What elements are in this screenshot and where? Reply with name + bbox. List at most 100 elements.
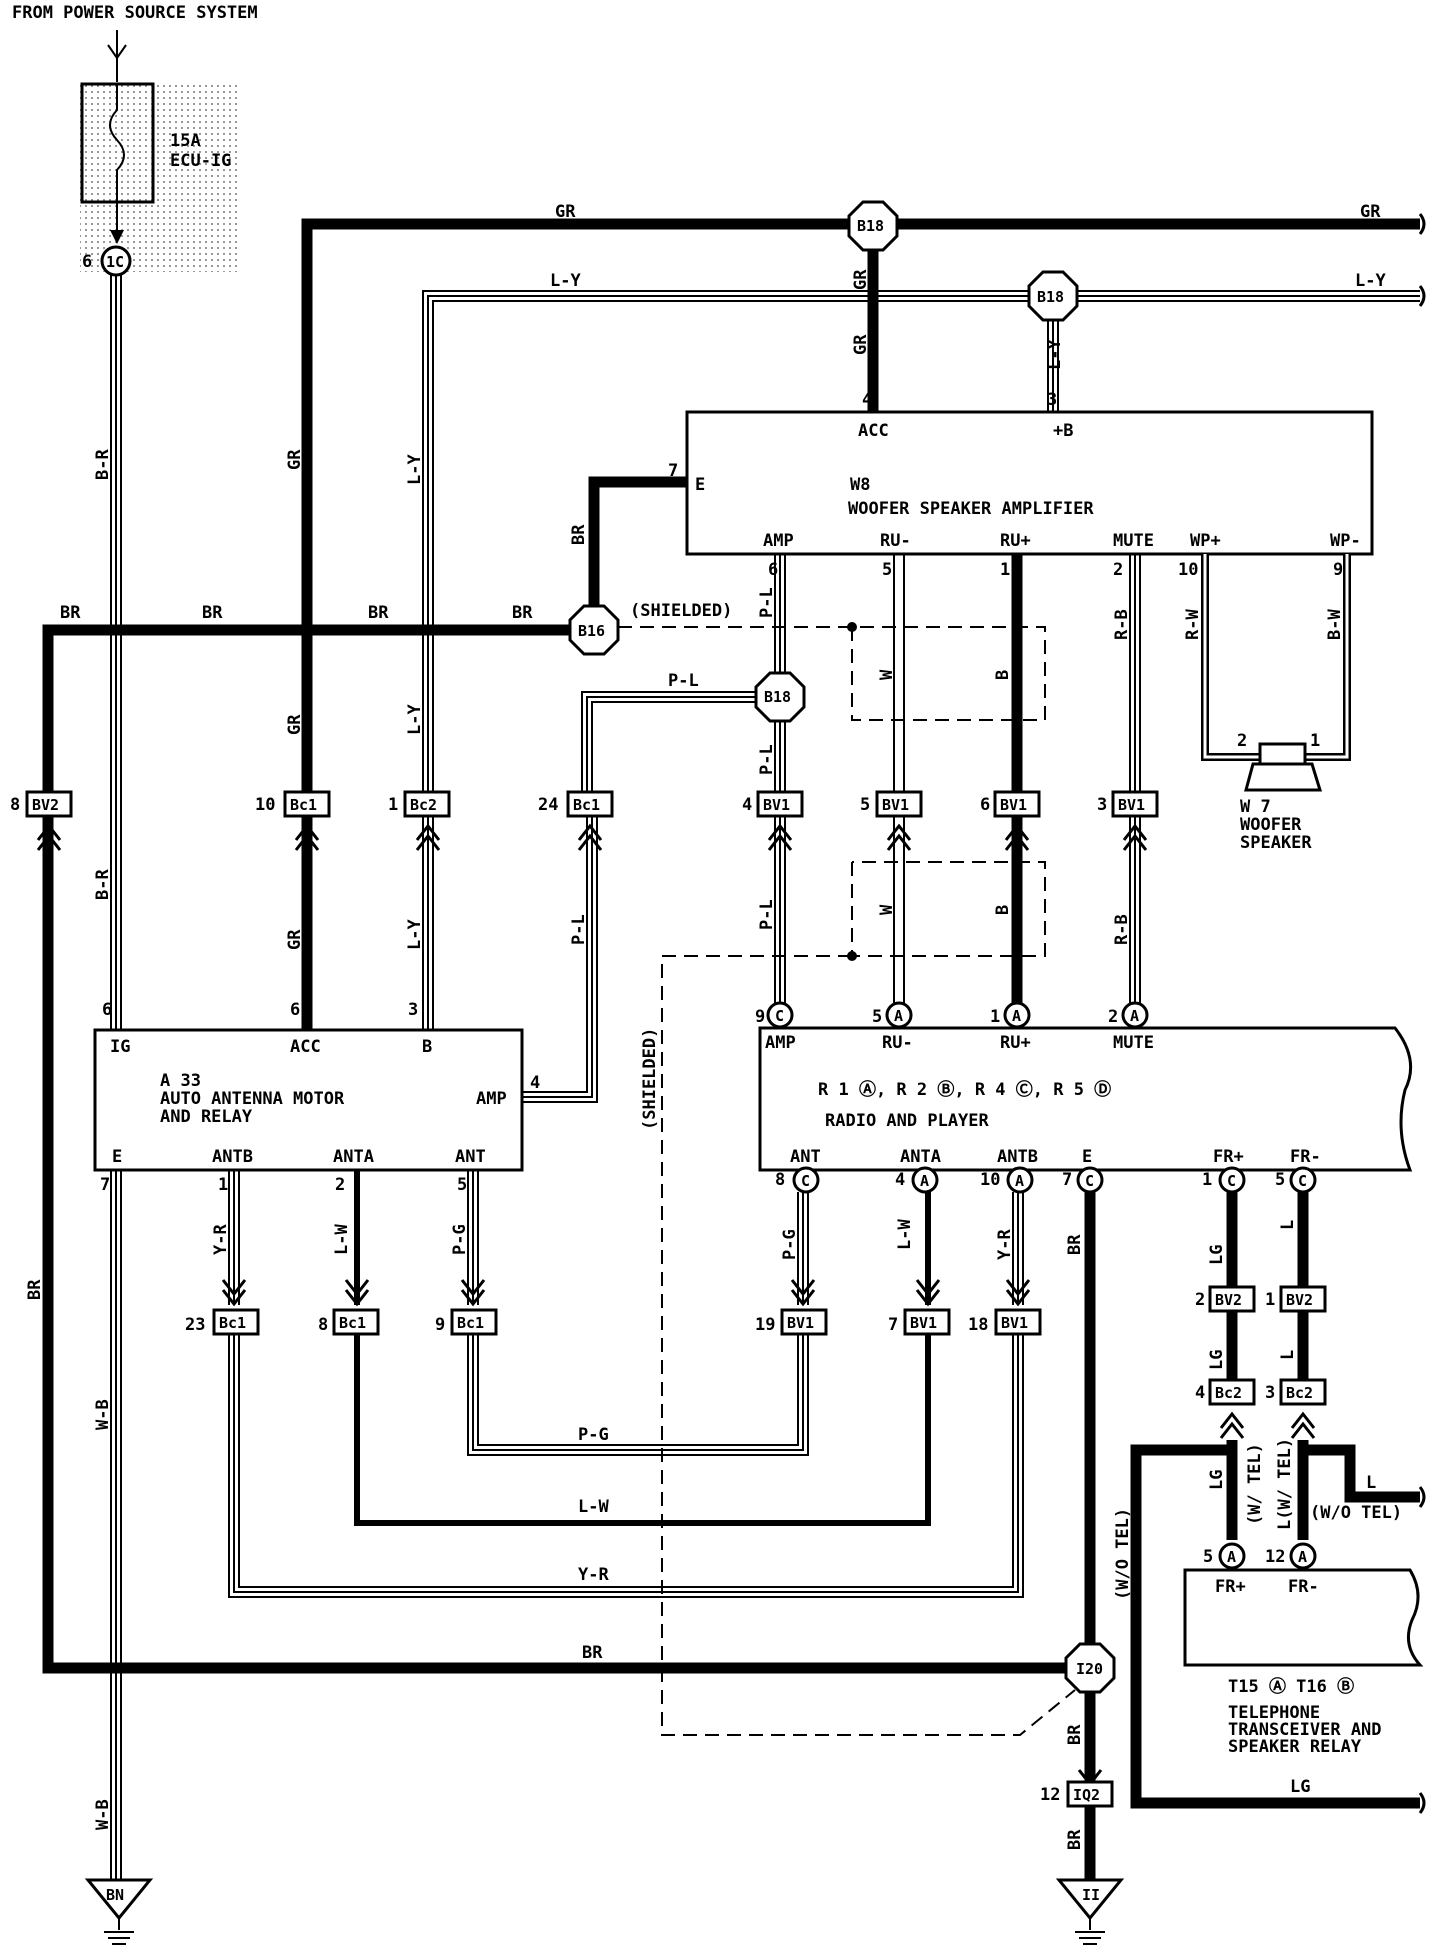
svg-text:Bc1: Bc1 — [457, 1314, 484, 1332]
svg-text:AUTO ANTENNA MOTOR: AUTO ANTENNA MOTOR — [160, 1089, 345, 1109]
svg-text:A 33: A 33 — [160, 1071, 201, 1091]
svg-text:A: A — [920, 1172, 929, 1190]
svg-text:P-L: P-L — [757, 587, 777, 618]
svg-text:L-Y: L-Y — [405, 919, 425, 950]
connector-bc2-frminus — [1279, 1378, 1327, 1406]
svg-text:W-B: W-B — [93, 1399, 113, 1430]
svg-text:BR: BR — [1065, 1829, 1085, 1850]
wire-lw — [354, 1170, 931, 1526]
svg-text:2: 2 — [1108, 1007, 1118, 1027]
svg-text:B-W: B-W — [1325, 609, 1345, 640]
svg-text:B16: B16 — [578, 622, 605, 640]
telephone-transceiver — [1183, 1568, 1424, 1667]
svg-text:7: 7 — [888, 1315, 898, 1335]
connector-bc1-lw — [332, 1308, 380, 1336]
svg-text:L-W: L-W — [332, 1224, 352, 1255]
svg-text:1: 1 — [990, 1007, 1000, 1027]
wire-bw — [1305, 554, 1351, 761]
shield-lines — [618, 626, 1076, 1736]
svg-text:9: 9 — [755, 1007, 765, 1027]
svg-text:AMP: AMP — [763, 531, 794, 551]
svg-text:P-G: P-G — [578, 1425, 609, 1445]
svg-text:+B: +B — [1053, 421, 1073, 441]
wire-pl — [522, 554, 786, 1103]
svg-text:B18: B18 — [764, 688, 791, 706]
svg-text:BV1: BV1 — [787, 1314, 814, 1332]
connector-bv1-mute — [1111, 790, 1159, 818]
svg-text:SPEAKER: SPEAKER — [1240, 833, 1312, 853]
svg-text:AMP: AMP — [476, 1089, 507, 1109]
svg-text:1: 1 — [1202, 1170, 1212, 1190]
connector-bv1-yr — [994, 1308, 1042, 1336]
svg-text:3: 3 — [1047, 390, 1057, 410]
svg-text:L(W/ TEL): L(W/ TEL) — [1275, 1438, 1295, 1530]
svg-text:6: 6 — [290, 1000, 300, 1020]
fuse-connector-pin: 1C — [106, 253, 124, 271]
radio-refs: R 1 Ⓐ, R 2 Ⓑ, R 4 Ⓒ, R 5 Ⓓ — [818, 1079, 1111, 1100]
svg-text:A: A — [1130, 1007, 1139, 1025]
svg-text:BN: BN — [106, 1886, 124, 1904]
connector-bv1-lw — [903, 1308, 951, 1336]
connector-bv2-frplus — [1208, 1285, 1256, 1313]
svg-text:Bc1: Bc1 — [339, 1314, 366, 1332]
svg-text:BR: BR — [569, 524, 589, 545]
svg-text:24: 24 — [538, 795, 558, 815]
fuse-name: ECU-IG — [170, 151, 231, 171]
svg-text:18: 18 — [968, 1315, 988, 1335]
svg-text:L-W: L-W — [895, 1219, 915, 1250]
svg-text:W: W — [877, 669, 897, 680]
svg-text:L-Y: L-Y — [550, 271, 581, 291]
svg-text:ANT: ANT — [455, 1147, 486, 1167]
svg-text:2: 2 — [1113, 560, 1123, 580]
svg-text:ANTB: ANTB — [997, 1147, 1038, 1167]
svg-text:E: E — [695, 475, 705, 495]
svg-text:GR: GR — [851, 269, 871, 290]
splice-i20 — [1064, 1642, 1116, 1694]
svg-text:BV1: BV1 — [882, 796, 909, 814]
svg-text:BR: BR — [60, 603, 81, 623]
svg-text:Y-R: Y-R — [995, 1229, 1015, 1260]
svg-text:A: A — [1015, 1172, 1024, 1190]
auto-antenna-motor-relay — [93, 1028, 524, 1172]
connector-bc2-frplus — [1208, 1378, 1256, 1406]
svg-text:5: 5 — [457, 1175, 467, 1195]
connector-bc1-pl — [566, 790, 614, 818]
svg-text:B: B — [993, 905, 1013, 915]
svg-text:A: A — [894, 1007, 903, 1025]
svg-text:W-B: W-B — [93, 1799, 113, 1830]
connector-bc2-ly — [403, 790, 451, 818]
svg-text:2: 2 — [1195, 1290, 1205, 1310]
svg-text:LG: LG — [1207, 1245, 1227, 1265]
wire-br-ig — [110, 275, 122, 1030]
connector-bv2-left — [25, 790, 73, 818]
woofer-speaker — [1244, 742, 1323, 792]
svg-text:L: L — [1278, 1350, 1298, 1360]
svg-text:L-Y: L-Y — [405, 454, 425, 485]
svg-text:8: 8 — [775, 1170, 785, 1190]
svg-text:LG: LG — [1207, 1350, 1227, 1370]
svg-text:Bc1: Bc1 — [573, 796, 600, 814]
svg-text:(W/ TEL): (W/ TEL) — [1245, 1443, 1265, 1525]
svg-text:4: 4 — [895, 1170, 905, 1190]
svg-text:BR: BR — [582, 1643, 603, 1663]
svg-text:TRANSCEIVER AND: TRANSCEIVER AND — [1228, 1720, 1382, 1740]
svg-text:Y-R: Y-R — [578, 1565, 609, 1585]
svg-text:FR-: FR- — [1288, 1577, 1319, 1597]
svg-text:12: 12 — [1040, 1785, 1060, 1805]
connector-bv1-ru-plus — [993, 790, 1041, 818]
wire-gr — [301, 218, 1420, 1030]
svg-text:9: 9 — [1333, 560, 1343, 580]
svg-text:R-B: R-B — [1112, 609, 1132, 640]
svg-text:GR: GR — [285, 714, 305, 735]
svg-text:3: 3 — [1265, 1383, 1275, 1403]
svg-text:C: C — [801, 1172, 810, 1190]
svg-text:3: 3 — [1097, 795, 1107, 815]
svg-text:6: 6 — [768, 560, 778, 580]
svg-text:2: 2 — [335, 1175, 345, 1195]
splice-b16 — [568, 604, 620, 656]
wire-lg-wotel — [1130, 1440, 1420, 1809]
svg-text:7: 7 — [1062, 1170, 1072, 1190]
svg-text:RU-: RU- — [880, 531, 911, 551]
svg-text:FR+: FR+ — [1215, 1577, 1246, 1597]
